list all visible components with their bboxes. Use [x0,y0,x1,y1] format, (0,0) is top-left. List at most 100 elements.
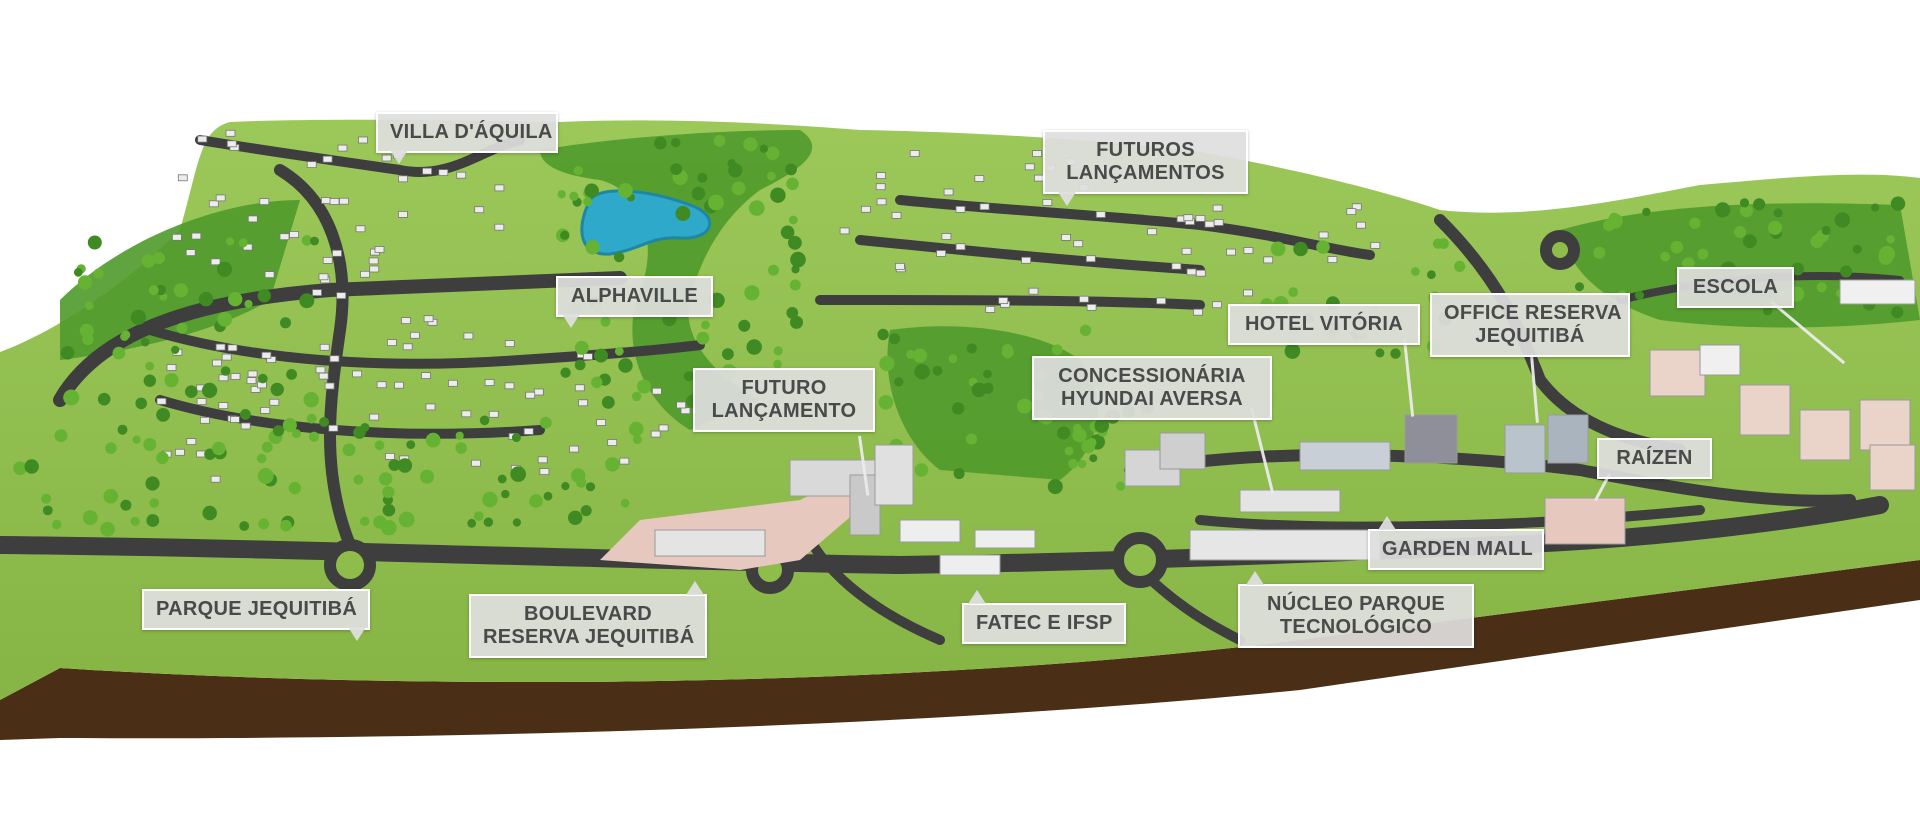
tree [1791,262,1805,276]
tree [701,320,710,330]
house [197,135,208,143]
tree [152,252,165,265]
label-parque-jequitiba[interactable]: PARQUE JEQUITIBÁ [142,589,370,630]
house [1028,287,1039,295]
tree [42,505,53,516]
label-office-reserva[interactable]: OFFICE RESERVA JEQUITIBÁ [1430,293,1630,357]
house [985,305,996,313]
house [955,243,966,251]
tree [879,355,895,372]
house [185,249,196,257]
tree [585,240,600,255]
house [177,174,188,182]
tree [117,424,128,435]
label-concessionaria[interactable]: CONCESSIONÁRIA HYUNDAI AVERSA [1032,356,1272,420]
house [1263,256,1274,264]
tree [1689,217,1701,229]
tree [1834,212,1851,228]
label-boulevard[interactable]: BOULEVARD RESERVA JEQUITIBÁ [469,594,707,658]
house [955,205,966,213]
tree [1057,426,1071,440]
house [247,370,258,378]
tree [691,186,706,201]
house [318,273,329,281]
tree [670,163,683,176]
house [1079,295,1089,303]
tree [308,431,320,442]
tree [202,382,218,398]
house [246,377,257,385]
tree [93,268,104,279]
tree [952,402,965,415]
house [250,385,261,393]
house [1147,228,1157,236]
tree [292,429,301,439]
house [324,382,335,390]
tree [543,491,553,501]
tree [286,369,297,380]
house [210,475,221,483]
tree [1660,251,1670,262]
tree [479,415,490,426]
house [998,297,1009,305]
tree [1878,250,1893,265]
house [488,410,499,418]
house [259,198,270,206]
tree [501,489,510,499]
house [171,233,182,241]
tree [141,254,156,268]
tree [1697,248,1709,260]
label-villa-daquila[interactable]: VILLA D'ÁQUILA [376,112,558,153]
tree [770,187,786,203]
tree [743,137,758,152]
tree [966,343,977,354]
label-line: JEQUITIBÁ [1475,325,1585,347]
label-raizen[interactable]: RAÍZEN [1597,438,1712,479]
label-futuros-lancamentos[interactable]: FUTUROS LANÇAMENTOS [1043,130,1248,194]
tree [130,516,140,526]
tree [240,409,251,420]
tree [510,466,526,482]
tree [120,332,129,341]
tree [258,373,268,384]
label-nucleo[interactable]: NÚCLEO PARQUE TECNOLÓGICO [1238,584,1474,648]
tree [1051,344,1063,356]
tree [239,521,250,531]
house [186,438,197,446]
house [1042,198,1053,206]
tree [594,348,608,363]
tree [722,348,734,360]
house [504,340,515,348]
label-alphaville[interactable]: ALPHAVILLE [556,276,713,317]
label-garden-mall[interactable]: GARDEN MALL [1368,529,1544,570]
house [1156,297,1166,305]
callout-tail [1058,192,1076,206]
house [471,459,481,467]
tree [894,377,904,387]
label-futuro-lancamento[interactable]: FUTURO LANÇAMENTO [693,368,875,432]
house [861,205,871,213]
tree [585,482,596,492]
tree [631,391,642,402]
label-hotel-vitoria[interactable]: HOTEL VITÓRIA [1228,304,1420,345]
tree [539,416,552,429]
label-fatec[interactable]: FATEC E IFSP [962,603,1126,644]
tree [374,440,385,451]
tree [749,200,765,216]
tree [697,172,708,183]
house [210,258,221,266]
tree [790,251,806,268]
house [196,398,207,406]
tree [620,498,630,508]
house [385,452,395,460]
tree [216,261,233,277]
house [1370,241,1381,249]
house [1212,204,1223,212]
house [1085,255,1096,263]
tree [497,474,507,484]
tree [1763,306,1773,316]
label-escola[interactable]: ESCOLA [1677,267,1794,308]
tree [574,359,586,371]
houses [156,129,1381,483]
